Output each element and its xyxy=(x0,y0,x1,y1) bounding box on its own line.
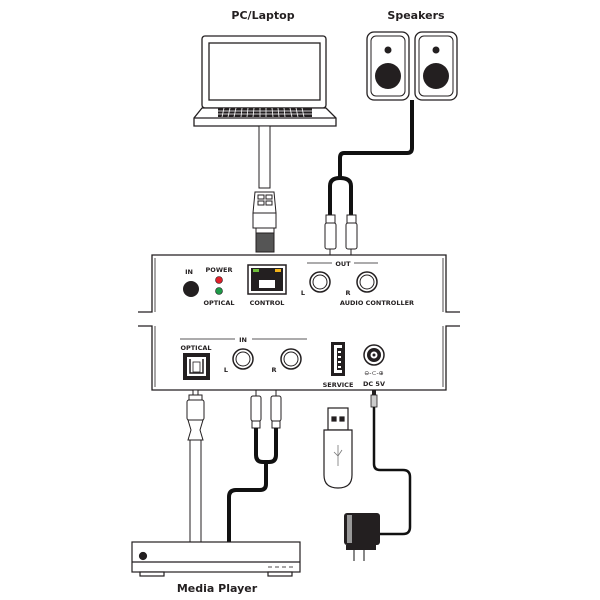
dc-5v-label: DC 5V xyxy=(363,380,385,388)
power-led xyxy=(215,276,223,284)
tx-r-label: R xyxy=(345,289,350,297)
media-player-audio-cable xyxy=(227,428,278,542)
tx-in-label: IN xyxy=(185,268,193,276)
optical-led xyxy=(215,287,223,295)
laptop-icon xyxy=(193,35,337,127)
usb-service-port[interactable] xyxy=(331,342,345,376)
rca-out-right-jack[interactable] xyxy=(356,271,378,293)
power-label: POWER xyxy=(206,266,233,274)
keyboard xyxy=(218,108,312,117)
speaker-audio-cable xyxy=(328,100,414,215)
speakers-label: Speakers xyxy=(387,9,445,22)
power-adapter-cable xyxy=(370,390,412,536)
speaker-right-icon xyxy=(414,31,458,101)
rca-plugs-in xyxy=(250,390,282,429)
control-label: CONTROL xyxy=(250,299,285,307)
media-player-icon xyxy=(131,541,301,577)
service-label: SERVICE xyxy=(323,381,354,389)
optical-cable xyxy=(186,389,205,543)
rx-l-label: L xyxy=(224,366,228,374)
dc-power-jack[interactable] xyxy=(363,344,385,366)
media-player-label: Media Player xyxy=(177,582,258,595)
rx-optical-label: OPTICAL xyxy=(180,344,211,352)
audio-controller-label: AUDIO CONTROLLER xyxy=(340,299,414,307)
out-label: OUT xyxy=(335,260,351,268)
rj45-control-port[interactable] xyxy=(247,264,287,295)
rj45-led-left xyxy=(253,269,259,272)
pc-label: PC/Laptop xyxy=(231,9,294,22)
rca-in-left-jack[interactable] xyxy=(232,348,254,370)
optical-in-port[interactable] xyxy=(183,353,210,380)
power-adapter-icon xyxy=(344,513,380,561)
polarity-symbol: ⊖-⊂-⊕ xyxy=(364,370,383,377)
tx-optical-label: OPTICAL xyxy=(203,299,234,307)
rx-in-label: IN xyxy=(239,336,247,344)
rca-plugs-out xyxy=(324,214,358,255)
ir-in-port xyxy=(183,281,199,297)
usb-flash-drive-icon xyxy=(323,407,353,489)
rca-in-right-jack[interactable] xyxy=(280,348,302,370)
ethernet-cable xyxy=(252,125,277,253)
rca-out-left-jack[interactable] xyxy=(309,271,331,293)
tx-l-label: L xyxy=(301,289,305,297)
transmitter-unit xyxy=(138,254,460,313)
speaker-left-icon xyxy=(366,31,410,101)
rx-r-label: R xyxy=(271,366,276,374)
rj45-led-right xyxy=(275,269,281,272)
